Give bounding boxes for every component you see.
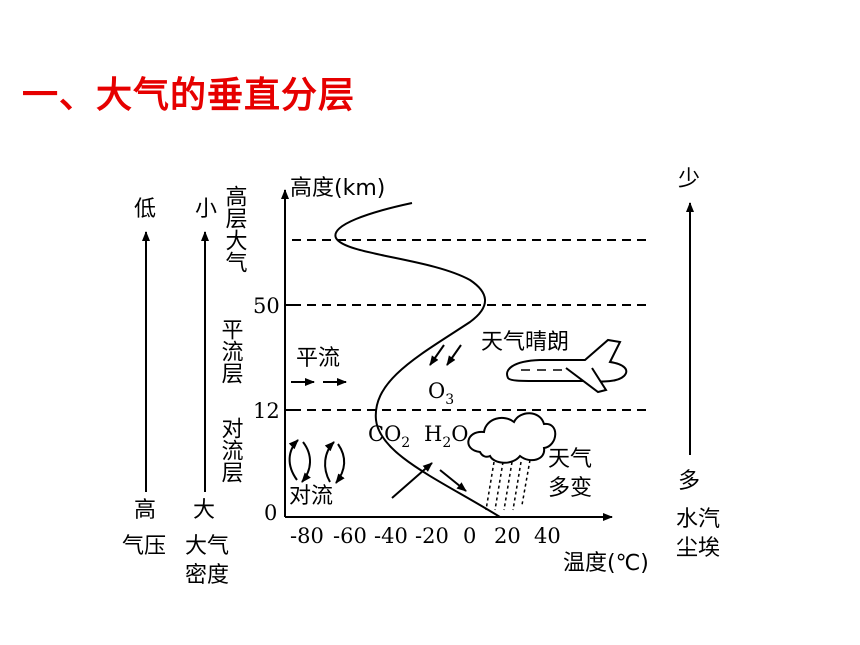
pressure-bottom-label: 高 [134, 498, 156, 523]
convection-up-arrow [391, 462, 433, 499]
density-bottom-label: 大 [193, 498, 215, 523]
vapor-top-label: 少 [678, 167, 700, 192]
convection-arrow [301, 441, 311, 483]
x-tick-label: 20 [494, 524, 521, 548]
airplane-icon [506, 338, 628, 394]
pressure-caption: 气压 [122, 534, 166, 559]
x-tick-label: -80 [290, 524, 324, 548]
y-tick-label-0: 0 [264, 501, 277, 525]
weather-variable-label-1: 天气 [548, 447, 592, 472]
rain-cloud-icon [467, 412, 557, 511]
layer-label-upper: 高层大气 [222, 185, 248, 273]
layer-label-troposphere: 对流层 [218, 417, 244, 483]
sink-arrow [439, 469, 467, 492]
y-axis-label: 高度(km) [290, 176, 385, 201]
x-tick-label: -20 [415, 524, 449, 548]
advection-label: 平流 [296, 346, 340, 371]
y-tick-label-12: 12 [253, 399, 280, 423]
x-axis-label: 温度(℃) [563, 551, 649, 576]
vapor-caption-1: 水汽 [676, 507, 720, 532]
layer-label-stratosphere: 平流层 [218, 318, 244, 384]
vapor-caption-2: 尘埃 [676, 536, 720, 561]
weather-variable-label-2: 多变 [548, 476, 592, 501]
x-tick-label: -60 [333, 524, 367, 548]
page-title: 一、大气的垂直分层 [22, 75, 356, 116]
x-tick-label: 0 [463, 524, 476, 548]
ozone-arrow [446, 344, 462, 366]
convection-arrow [335, 443, 346, 484]
x-tick-label: 40 [534, 524, 561, 548]
co2-label: CO2 [368, 422, 410, 451]
y-tick-label-50: 50 [253, 294, 280, 318]
density-caption-1: 大气 [185, 534, 229, 559]
density-top-label: 小 [195, 197, 217, 222]
x-tick-label: -40 [374, 524, 408, 548]
ozone-label: O3 [428, 379, 454, 408]
ozone-arrow [429, 344, 445, 366]
weather-clear-label: 天气晴朗 [481, 330, 569, 355]
density-caption-2: 密度 [185, 563, 229, 588]
h2o-label: H2O [424, 422, 468, 451]
pressure-top-label: 低 [134, 197, 156, 222]
convection-arrow [288, 439, 299, 481]
temperature-curve [334, 202, 501, 518]
convection-arrow [324, 441, 335, 483]
vapor-bottom-label: 多 [678, 469, 700, 494]
convection-label: 对流 [289, 484, 333, 509]
